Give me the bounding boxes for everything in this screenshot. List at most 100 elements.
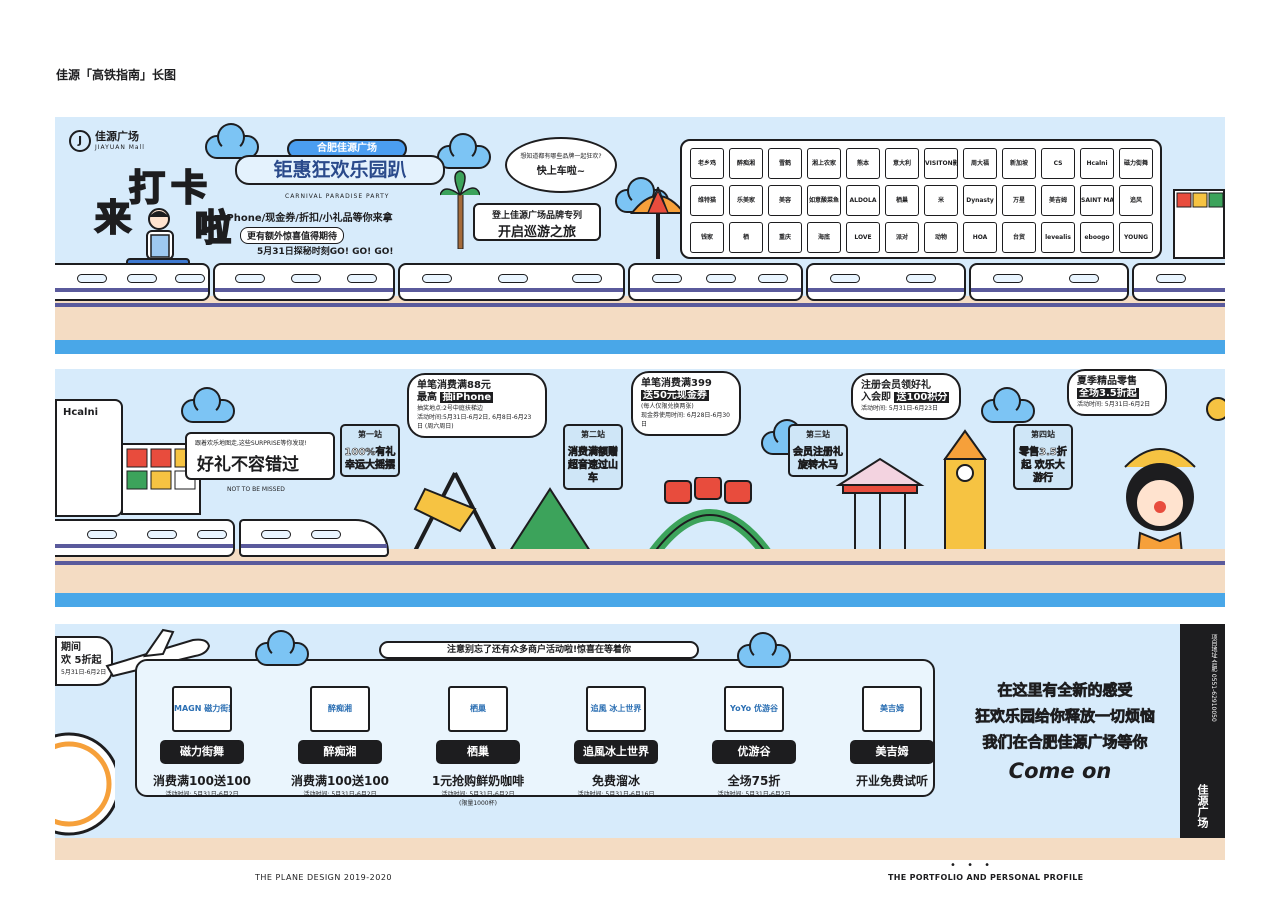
station-desc: 会员注册礼 旋转木马 bbox=[793, 447, 844, 472]
brand-logo-cell: 醉痴湘 bbox=[729, 148, 763, 179]
merchant-date: 活动时间: 5月31日-6月2日 bbox=[441, 791, 515, 798]
bubble-line-2: 最高 bbox=[417, 392, 437, 403]
logo-sub: JIAYUAN Mall bbox=[95, 144, 145, 151]
tour-line-2: 开启巡游之旅 bbox=[497, 225, 576, 240]
bubble-highlight: 送100积分 bbox=[894, 392, 950, 403]
cloud-icon bbox=[981, 387, 1035, 423]
brand-logo-cell: 湘上农家 bbox=[807, 148, 841, 179]
cloud-icon bbox=[255, 630, 309, 666]
brand-logo-cell: 如意酸菜鱼 bbox=[807, 185, 841, 216]
brand-logo-cell: Hcalni bbox=[1080, 148, 1114, 179]
pirate-ship-ride-icon bbox=[413, 472, 497, 551]
brand-logo-cell: SAINT MARIES bbox=[1080, 185, 1114, 216]
merchant-extra: (限量1000杯) bbox=[459, 800, 497, 807]
gift-title: 好礼不容错过 bbox=[197, 455, 299, 475]
gift-sign: 跟着欢乐地图走,这些SURPRISE等你发现! 好礼不容错过 bbox=[185, 432, 335, 480]
sun-icon bbox=[1206, 397, 1225, 421]
bubble-line-2: 入会即 bbox=[861, 392, 891, 403]
merchant-name: 磁力街舞 bbox=[160, 740, 244, 764]
bubble-board: 快上车啦~ bbox=[536, 166, 586, 177]
promo-corner-line-2: 欢 5折起 bbox=[61, 655, 102, 666]
train bbox=[55, 519, 1225, 557]
come-on-text: Come on bbox=[1008, 759, 1112, 783]
merchant-offer: 消费满100送100 bbox=[290, 774, 390, 788]
merchant-offer: 开业免费试听 bbox=[855, 774, 928, 788]
promo-corner-date: 5月31日-6月2日 bbox=[61, 669, 107, 676]
brand-logo-cell: ALDOLA bbox=[846, 185, 880, 216]
slogan-line-2: 狂欢乐园给你释放一切烦恼 bbox=[974, 707, 1156, 726]
merchant-name: 追風冰上世界 bbox=[574, 740, 658, 764]
train bbox=[55, 263, 1225, 301]
slogan-line-1: 在这里有全新的感受 bbox=[997, 681, 1133, 700]
cloud-icon bbox=[437, 133, 491, 169]
station-3: 第三站 会员注册礼 旋转木马 bbox=[788, 424, 848, 477]
train-car bbox=[628, 263, 803, 301]
merchant-name: 栖巢 bbox=[436, 740, 520, 764]
logo-name: 佳源广场 bbox=[95, 130, 139, 143]
cloud-icon bbox=[181, 387, 235, 423]
brand-logo-cell: 万星 bbox=[1002, 185, 1036, 216]
cloud-icon bbox=[737, 632, 791, 668]
brand-logo-cell: 栖 bbox=[729, 222, 763, 253]
strip-contact: 项目地址 合肥 0551-62910050 bbox=[1210, 634, 1217, 722]
bubble-line-1: 单笔消费满399 bbox=[641, 378, 712, 389]
merchant-date: 活动时间: 5月31日-6月2日 bbox=[717, 791, 791, 798]
station-desc: 消费满额赠 超音速过山车 bbox=[568, 447, 619, 485]
bubble-question: 想知道都有哪些品牌一起狂欢? bbox=[520, 153, 602, 160]
station-4: 第四站 零售3.5折起 欢乐大游行 bbox=[1013, 424, 1073, 490]
merchant-card: 美吉姆美吉姆开业免费试听 bbox=[837, 686, 947, 826]
train-nose bbox=[239, 519, 389, 557]
jiayuan-logo: J 佳源广场 JIAYUAN Mall bbox=[69, 128, 159, 164]
brand-logo-cell: 海底 bbox=[807, 222, 841, 253]
rubik-cube-icon bbox=[1173, 189, 1225, 259]
rail bbox=[55, 561, 1225, 565]
merchant-card: YoYo 优游谷优游谷全场75折活动时间: 5月31日-6月2日 bbox=[699, 686, 809, 826]
banner-3: 期间 欢 5折起 5月31日-6月2日 注意别忘了还有众多商户活动啦!惊喜在等着… bbox=[55, 624, 1225, 860]
bubble-highlight: 全场3.5折起 bbox=[1077, 388, 1139, 399]
brand-logo-cell: 乐美家 bbox=[729, 185, 763, 216]
banner-2: Hcalni 跟着欢乐地图走,这些SURPRISE等你发现! 好礼不容错过 NO… bbox=[55, 369, 1225, 607]
merchant-notice: 注意别忘了还有众多商户活动啦!惊喜在等着你 bbox=[379, 641, 699, 659]
station-1: 第一站 100%有礼 幸运大摇摆 bbox=[340, 424, 400, 477]
strip-brand: 佳源广场 bbox=[1196, 784, 1209, 828]
bubble-note: 抽奖地点:2号中庭扶梯边 bbox=[417, 405, 483, 412]
brand-logo-cell: eboogo bbox=[1080, 222, 1114, 253]
airplane-icon bbox=[105, 628, 211, 678]
bubble-date: 活动时间: 5月31日-6月2日 bbox=[1077, 401, 1151, 408]
black-strip: 项目地址 合肥 0551-62910050 佳源广场 bbox=[1180, 624, 1225, 860]
side-logo: Hcalni bbox=[63, 407, 99, 418]
brand-logo-cell: LOVE bbox=[846, 222, 880, 253]
brand-logo-cell: CS bbox=[1041, 148, 1075, 179]
merchant-offer: 全场75折 bbox=[727, 774, 781, 788]
station-name: 第一站 bbox=[358, 430, 382, 439]
station-desc: 100%有礼 幸运大摇摆 bbox=[344, 447, 396, 472]
brand-logo-cell: VISITON影城 bbox=[924, 148, 958, 179]
bubble-note: (每人仅限兑换两张) bbox=[641, 403, 694, 410]
slogan: 在这里有全新的感受 狂欢乐园给你释放一切烦恼 我们在合肥佳源广场等你 bbox=[965, 677, 1165, 755]
brand-logo-cell: 栖巢 bbox=[885, 185, 919, 216]
umbrella-icon bbox=[630, 186, 686, 259]
brand-logo-cell: 追风 bbox=[1119, 185, 1153, 216]
bubble-line-1: 注册会员领好礼 bbox=[861, 380, 931, 391]
cloud-icon bbox=[205, 123, 259, 159]
train-car bbox=[55, 519, 235, 557]
brand-logo-cell: 米 bbox=[924, 185, 958, 216]
tour-line-1: 登上佳源广场品牌专列 bbox=[491, 211, 582, 221]
brand-logo-cell: 老乡鸡 bbox=[690, 148, 724, 179]
train-car bbox=[213, 263, 395, 301]
bubble-line-1: 单笔消费满88元 bbox=[417, 380, 491, 391]
merchant-logo: 栖巢 bbox=[448, 686, 508, 732]
bubble-line-1: 夏季精品零售 bbox=[1077, 376, 1137, 387]
merchant-offer: 1元抢购鲜奶咖啡 bbox=[431, 774, 525, 788]
merchant-offer: 免费溜冰 bbox=[591, 774, 640, 788]
train-car bbox=[806, 263, 966, 301]
bubble-date: 活动时间:5月31日-6月2日, 6月8日-6月23日 (周六周日) bbox=[417, 414, 532, 430]
rail bbox=[55, 303, 1225, 307]
water bbox=[55, 593, 1225, 607]
footer-dots: • • • bbox=[950, 860, 995, 871]
brand-logo-cell: levealis bbox=[1041, 222, 1075, 253]
merchant-date: 活动时间: 5月31日-6月16日 bbox=[577, 791, 655, 798]
brand-logo-cell: HOA bbox=[963, 222, 997, 253]
train-car bbox=[55, 263, 210, 301]
